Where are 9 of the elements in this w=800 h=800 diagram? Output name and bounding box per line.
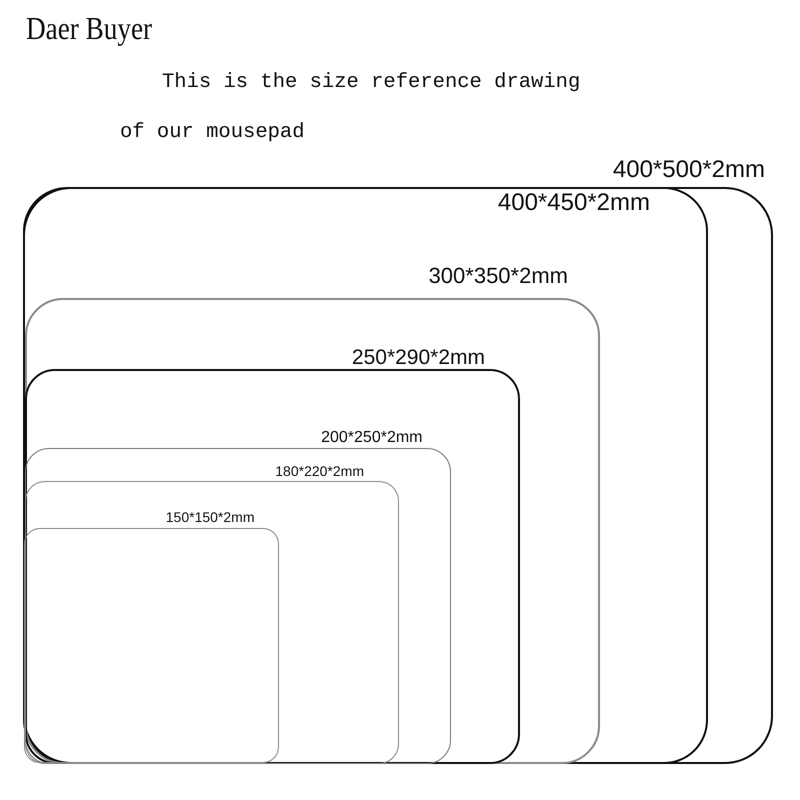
size-label: 200*250*2mm (321, 430, 422, 446)
size-label: 250*290*2mm (352, 346, 485, 368)
description-text: This is the size reference drawing of our mousepad (120, 70, 582, 146)
size-label: 180*220*2mm (275, 464, 364, 478)
size-label: 400*450*2mm (498, 191, 650, 215)
title: Daer Buyer (26, 10, 152, 47)
size-label: 400*500*2mm (612, 158, 765, 182)
size-label: 150*150*2mm (166, 510, 254, 524)
size-label: 300*350*2mm (428, 265, 568, 287)
